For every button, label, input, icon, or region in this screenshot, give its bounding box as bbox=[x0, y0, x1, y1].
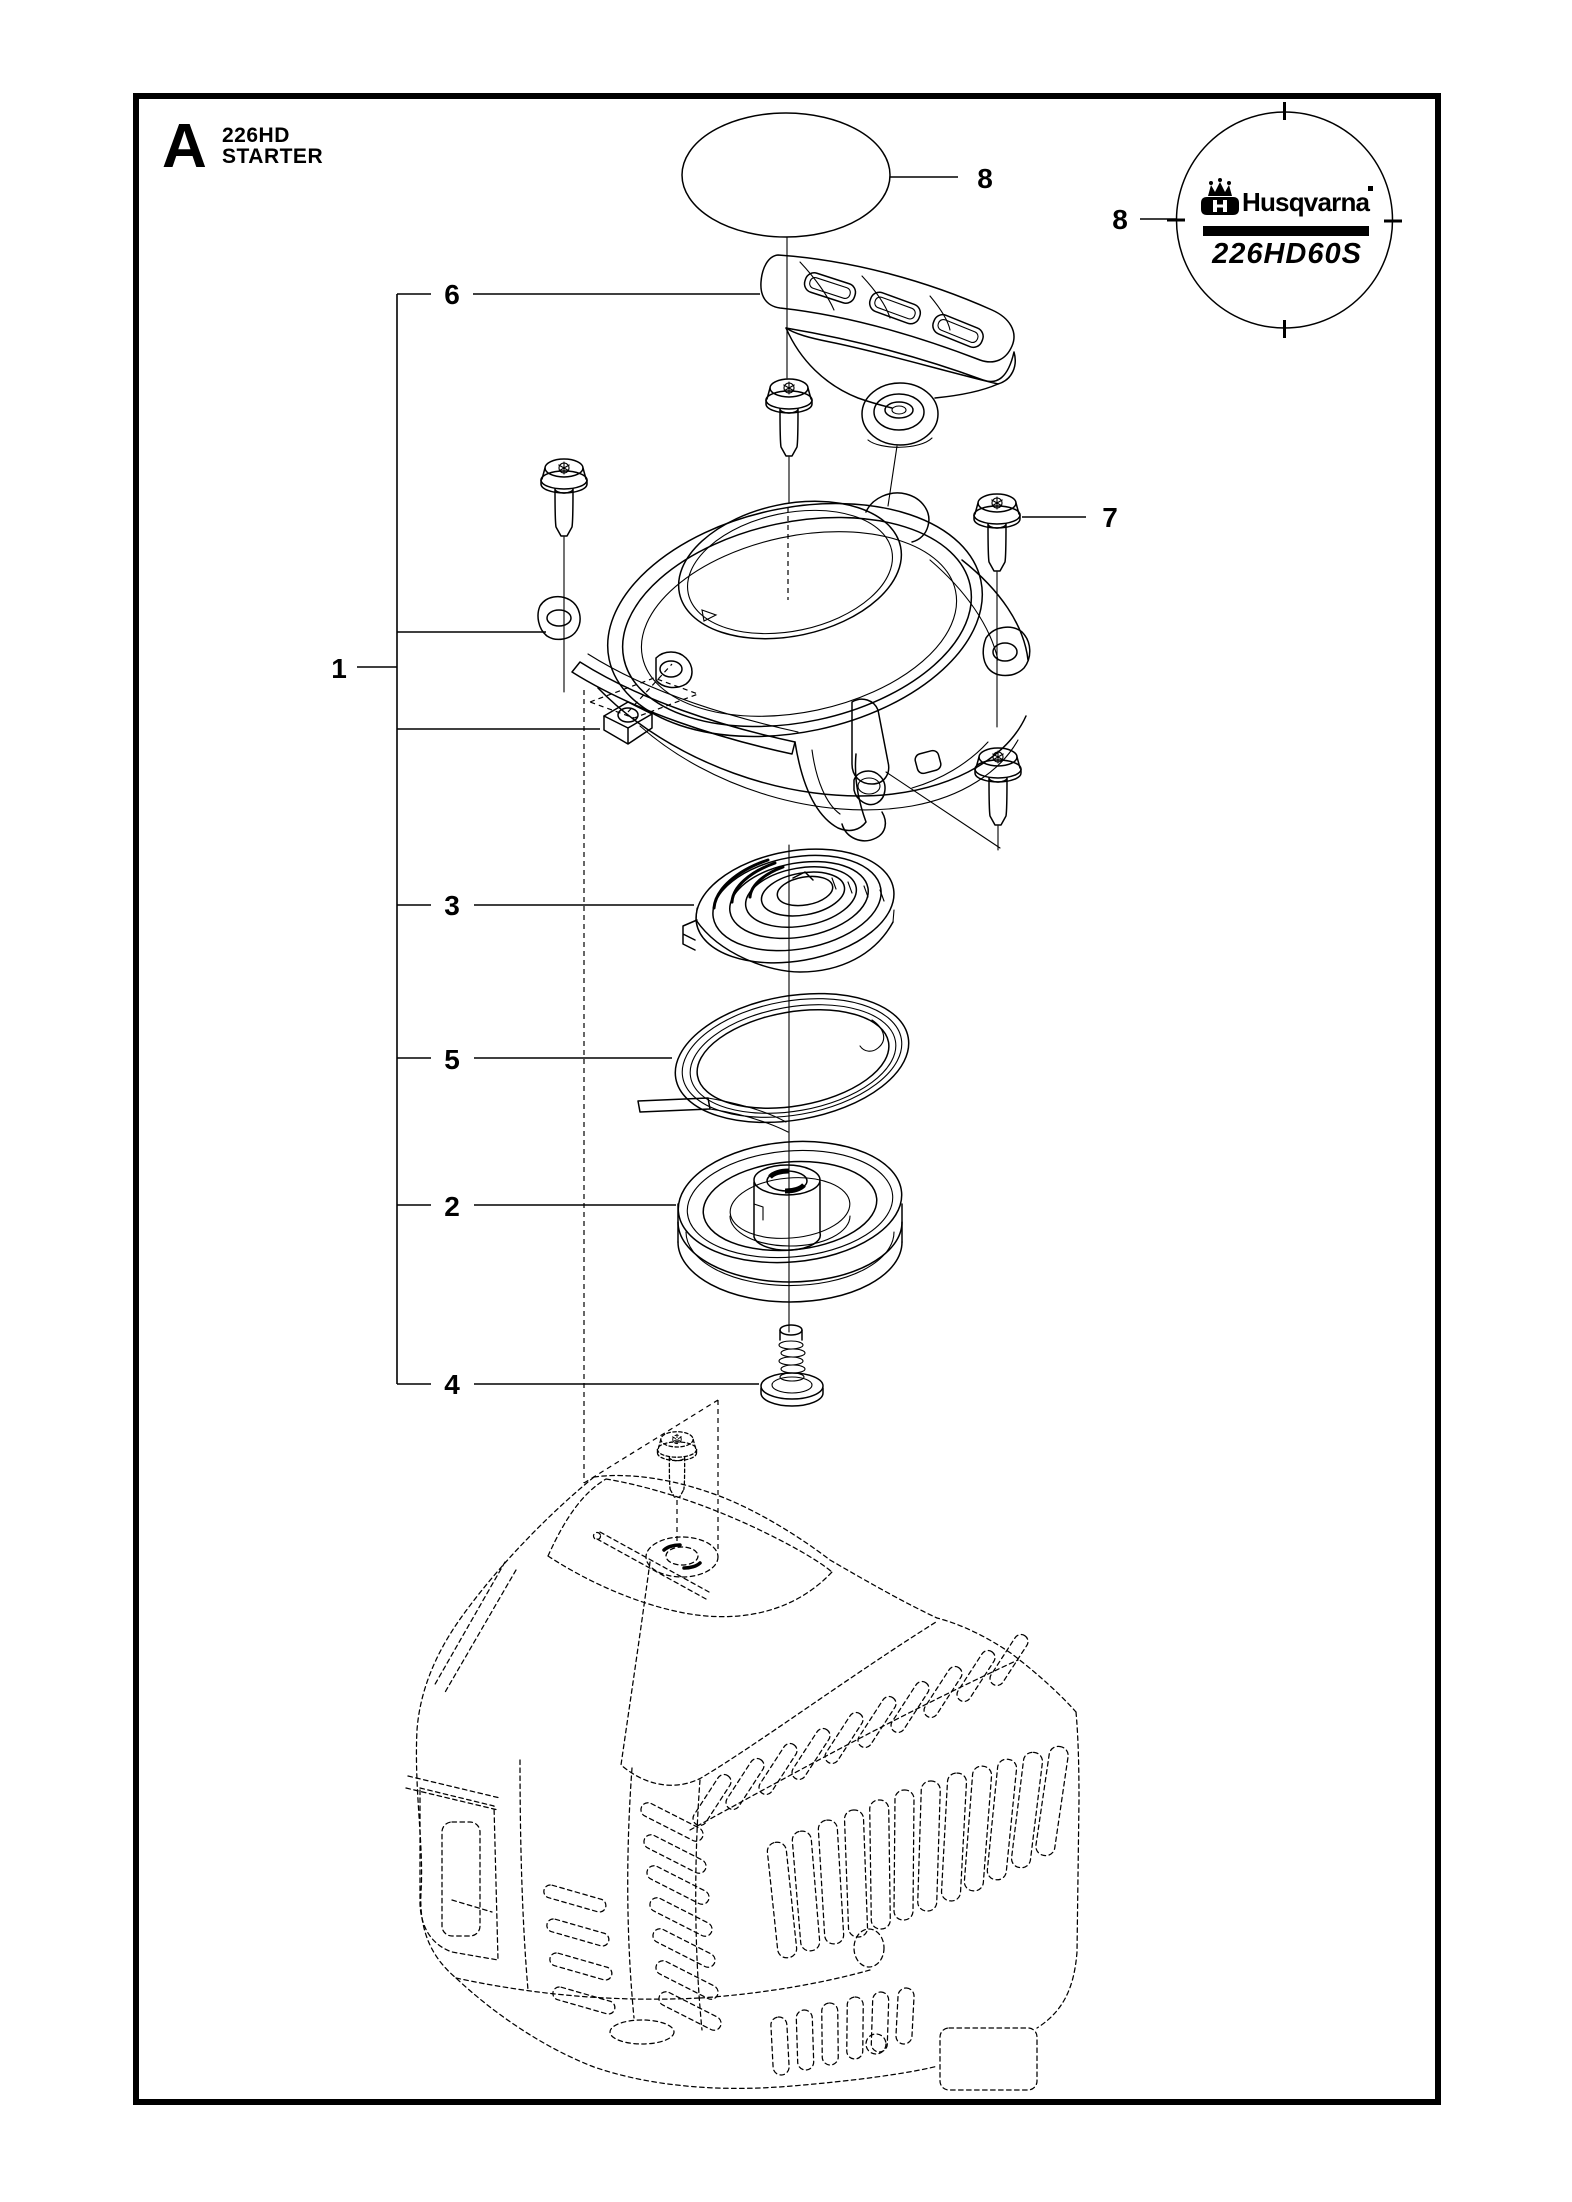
handle-slots bbox=[803, 272, 984, 349]
callout-1: 1 bbox=[331, 653, 347, 684]
callout-3: 3 bbox=[444, 890, 460, 921]
trademark-dot bbox=[1368, 186, 1373, 191]
page-border bbox=[133, 93, 1441, 2105]
cover-hole bbox=[853, 1928, 885, 1968]
engine-cover bbox=[405, 1431, 1080, 2091]
pulley-screw bbox=[760, 1324, 824, 1407]
engine-screw bbox=[656, 1431, 698, 1546]
decal-ellipse bbox=[681, 112, 891, 238]
callout-2: 2 bbox=[444, 1191, 460, 1222]
recoil-spring bbox=[682, 848, 895, 973]
badge-model-code: 226HD60S bbox=[1211, 238, 1362, 270]
section-letter: A bbox=[162, 112, 207, 181]
starter-handle bbox=[760, 254, 1016, 448]
cover-hole bbox=[865, 2033, 887, 2055]
callout-7: 7 bbox=[1102, 502, 1118, 533]
husqvarna-badge: Husqvarna 226HD60S bbox=[1167, 102, 1402, 338]
front-handle-loop bbox=[405, 1775, 501, 1961]
callout-5: 5 bbox=[444, 1044, 460, 1075]
callout-8-decal: 8 bbox=[977, 163, 993, 194]
vent-slots-middle-face bbox=[640, 1802, 722, 2031]
vent-slots-left-face bbox=[543, 1884, 616, 2015]
husqvarna-crown-icon bbox=[1201, 178, 1239, 215]
square-nut bbox=[603, 701, 653, 745]
cover-tab bbox=[939, 2027, 1038, 2091]
brand-name: Husqvarna bbox=[1242, 187, 1371, 217]
callout-8-badge: 8 bbox=[1112, 204, 1128, 235]
axis-lines bbox=[563, 236, 1001, 1333]
vent-slots-right-face bbox=[766, 1745, 1069, 1959]
section-title: STARTER bbox=[222, 145, 323, 168]
handle-boss bbox=[861, 382, 939, 448]
vent-slots-lower-row bbox=[770, 1987, 915, 2076]
model-number: 226HD bbox=[222, 124, 290, 147]
registration-ticks bbox=[1167, 102, 1402, 338]
starter-rope bbox=[637, 992, 910, 1133]
rope-pulley bbox=[677, 1140, 903, 1303]
header: A 226HD STARTER bbox=[162, 112, 323, 181]
vent-slots-upper-band bbox=[692, 1633, 1029, 1827]
starter-housing bbox=[537, 492, 1031, 1552]
pulley-hub bbox=[753, 1164, 822, 1251]
callout-6: 6 bbox=[444, 279, 460, 310]
badge-divider bbox=[1203, 226, 1369, 236]
callout-4: 4 bbox=[444, 1369, 460, 1400]
